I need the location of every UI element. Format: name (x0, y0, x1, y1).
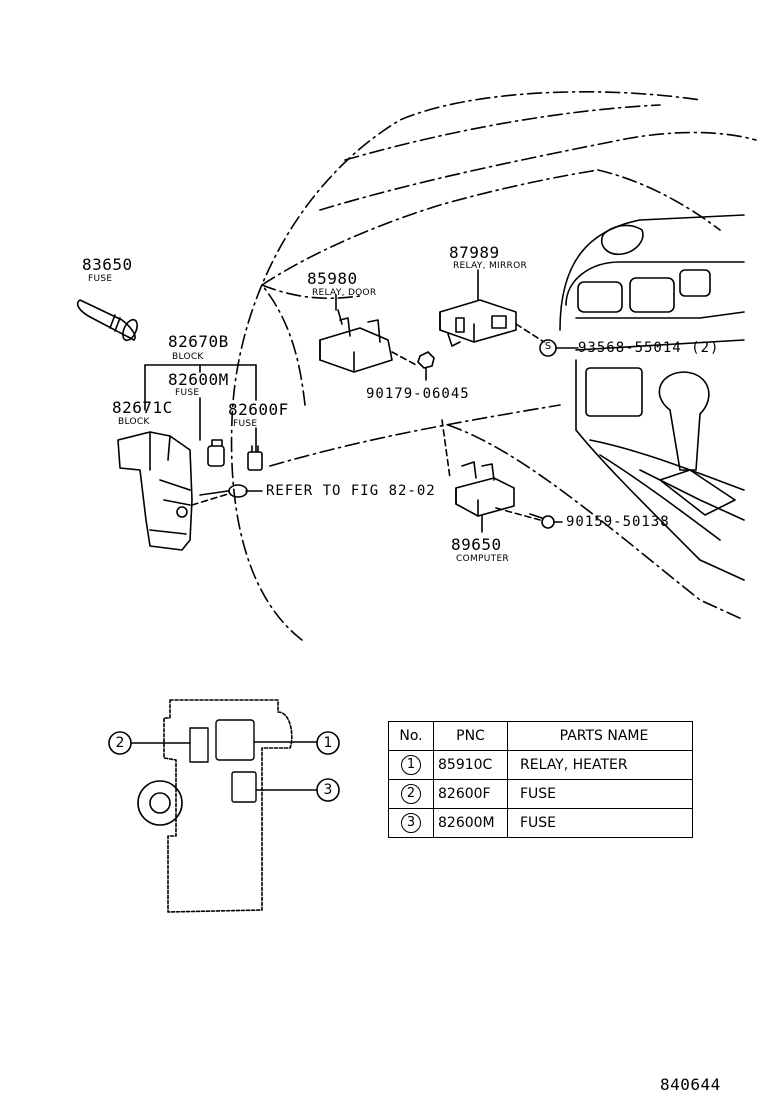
header-no: No. (388, 721, 434, 751)
callout-number-93568: 93568-55014 (2) (578, 340, 720, 356)
header-parts-name: PARTS NAME (507, 721, 693, 751)
parts-table-header: No. PNC PARTS NAME (388, 721, 693, 751)
relay-door-part (319, 294, 393, 373)
inset-marker-3: 3 (323, 782, 333, 798)
table-row: 3 82600M FUSE (388, 808, 693, 838)
dashboard-outline (230, 91, 757, 641)
callout-desc-82671c: BLOCK (118, 417, 150, 427)
callout-number-85980: 85980 (307, 269, 358, 288)
figure-id: 840644 (660, 1075, 721, 1094)
row-name: RELAY, HEATER (507, 750, 693, 780)
callout-number-83650: 83650 (82, 255, 133, 274)
callout-desc-82670b: BLOCK (172, 352, 204, 362)
callout-number-90159: 90159-50138 (566, 514, 670, 530)
row-number: 2 (401, 784, 421, 804)
inset-marker-2: 2 (115, 735, 125, 751)
callout-number-82670b: 82670B (168, 332, 229, 351)
callout-number-90179: 90179-06045 (366, 386, 470, 402)
inset-block-outline (108, 699, 340, 913)
row-number: 1 (401, 755, 421, 775)
parts-table: No. PNC PARTS NAME 1 85910C RELAY, HEATE… (388, 721, 693, 838)
fuse-82600m-part (207, 439, 225, 467)
callout-desc-82600f: FUSE (233, 419, 258, 429)
fuse-82600f-part (247, 445, 263, 471)
callout-desc-82600m: FUSE (175, 388, 200, 398)
callout-desc-87989: RELAY, MIRROR (453, 261, 528, 271)
row-name: FUSE (507, 808, 693, 838)
callout-number-89650: 89650 (451, 535, 502, 554)
row-number: 3 (401, 813, 421, 833)
callout-desc-89650: COMPUTER (456, 554, 509, 564)
callout-desc-85980: RELAY, DOOR (312, 288, 377, 298)
callout-number-82600f: 82600F (228, 400, 289, 419)
center-console (559, 214, 745, 581)
table-row: 1 85910C RELAY, HEATER (388, 750, 693, 780)
row-name: FUSE (507, 779, 693, 809)
row-pnc: 85910C (433, 750, 508, 780)
screw-symbol-s: S (544, 341, 552, 352)
bolt-part (199, 484, 263, 498)
table-row: 2 82600F FUSE (388, 779, 693, 809)
relay-mirror-part (439, 269, 517, 347)
computer-part (455, 461, 515, 533)
callout-number-82600m: 82600M (168, 370, 229, 389)
fuse-83650-part (76, 299, 138, 342)
junction-block-part (117, 431, 193, 551)
inset-marker-1: 1 (323, 735, 333, 751)
nut-part (417, 351, 435, 369)
callout-number-87989: 87989 (449, 243, 500, 262)
row-pnc: 82600F (433, 779, 508, 809)
callout-number-82671c: 82671C (112, 398, 173, 417)
callout-bracket (144, 364, 257, 453)
callout-desc-83650: FUSE (88, 274, 113, 284)
screw-part (529, 513, 563, 529)
refer-note: REFER TO FIG 82-02 (266, 483, 436, 499)
header-pnc: PNC (433, 721, 508, 751)
row-pnc: 82600M (433, 808, 508, 838)
